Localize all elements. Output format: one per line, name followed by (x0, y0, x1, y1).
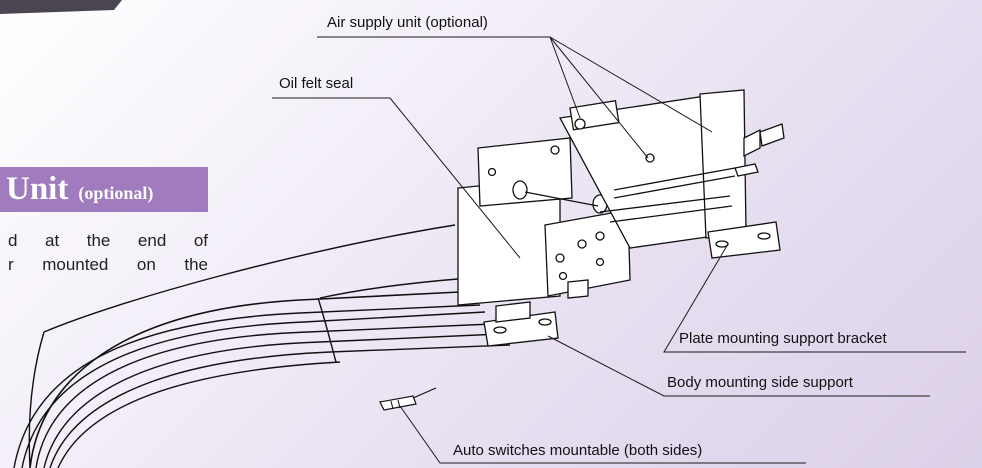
curved-cylinder-body (13, 224, 511, 468)
section-heading-title: Unit (6, 171, 69, 207)
section-heading: Unit (optional) (0, 167, 208, 212)
section-heading-optional: (optional) (78, 183, 154, 203)
section-description-line: d at the end of (8, 231, 208, 250)
callout-air-supply-unit: Air supply unit (optional) (327, 14, 488, 31)
air-supply-leader-2 (549, 36, 649, 159)
section-description-line: r mounted on the (8, 255, 208, 274)
auto-switches-leader (399, 405, 806, 464)
air-supply-leader (549, 36, 581, 119)
carriage-assembly (457, 89, 785, 347)
callout-plate-mounting-support-bracket: Plate mounting support bracket (679, 330, 887, 347)
callout-auto-switches: Auto switches mountable (both sides) (453, 442, 703, 459)
body-support-leader (547, 335, 930, 397)
oil-felt-leader (272, 97, 521, 259)
callout-oil-felt-seal: Oil felt seal (279, 75, 354, 92)
top-left-banner-fragment (0, 0, 122, 14)
plate-bracket-leader (663, 243, 966, 353)
air-supply-leader-3 (549, 36, 713, 133)
auto-switch-sensor (379, 387, 437, 411)
leader-lines (272, 36, 966, 464)
callout-body-mounting-side-support: Body mounting side support (667, 374, 853, 391)
